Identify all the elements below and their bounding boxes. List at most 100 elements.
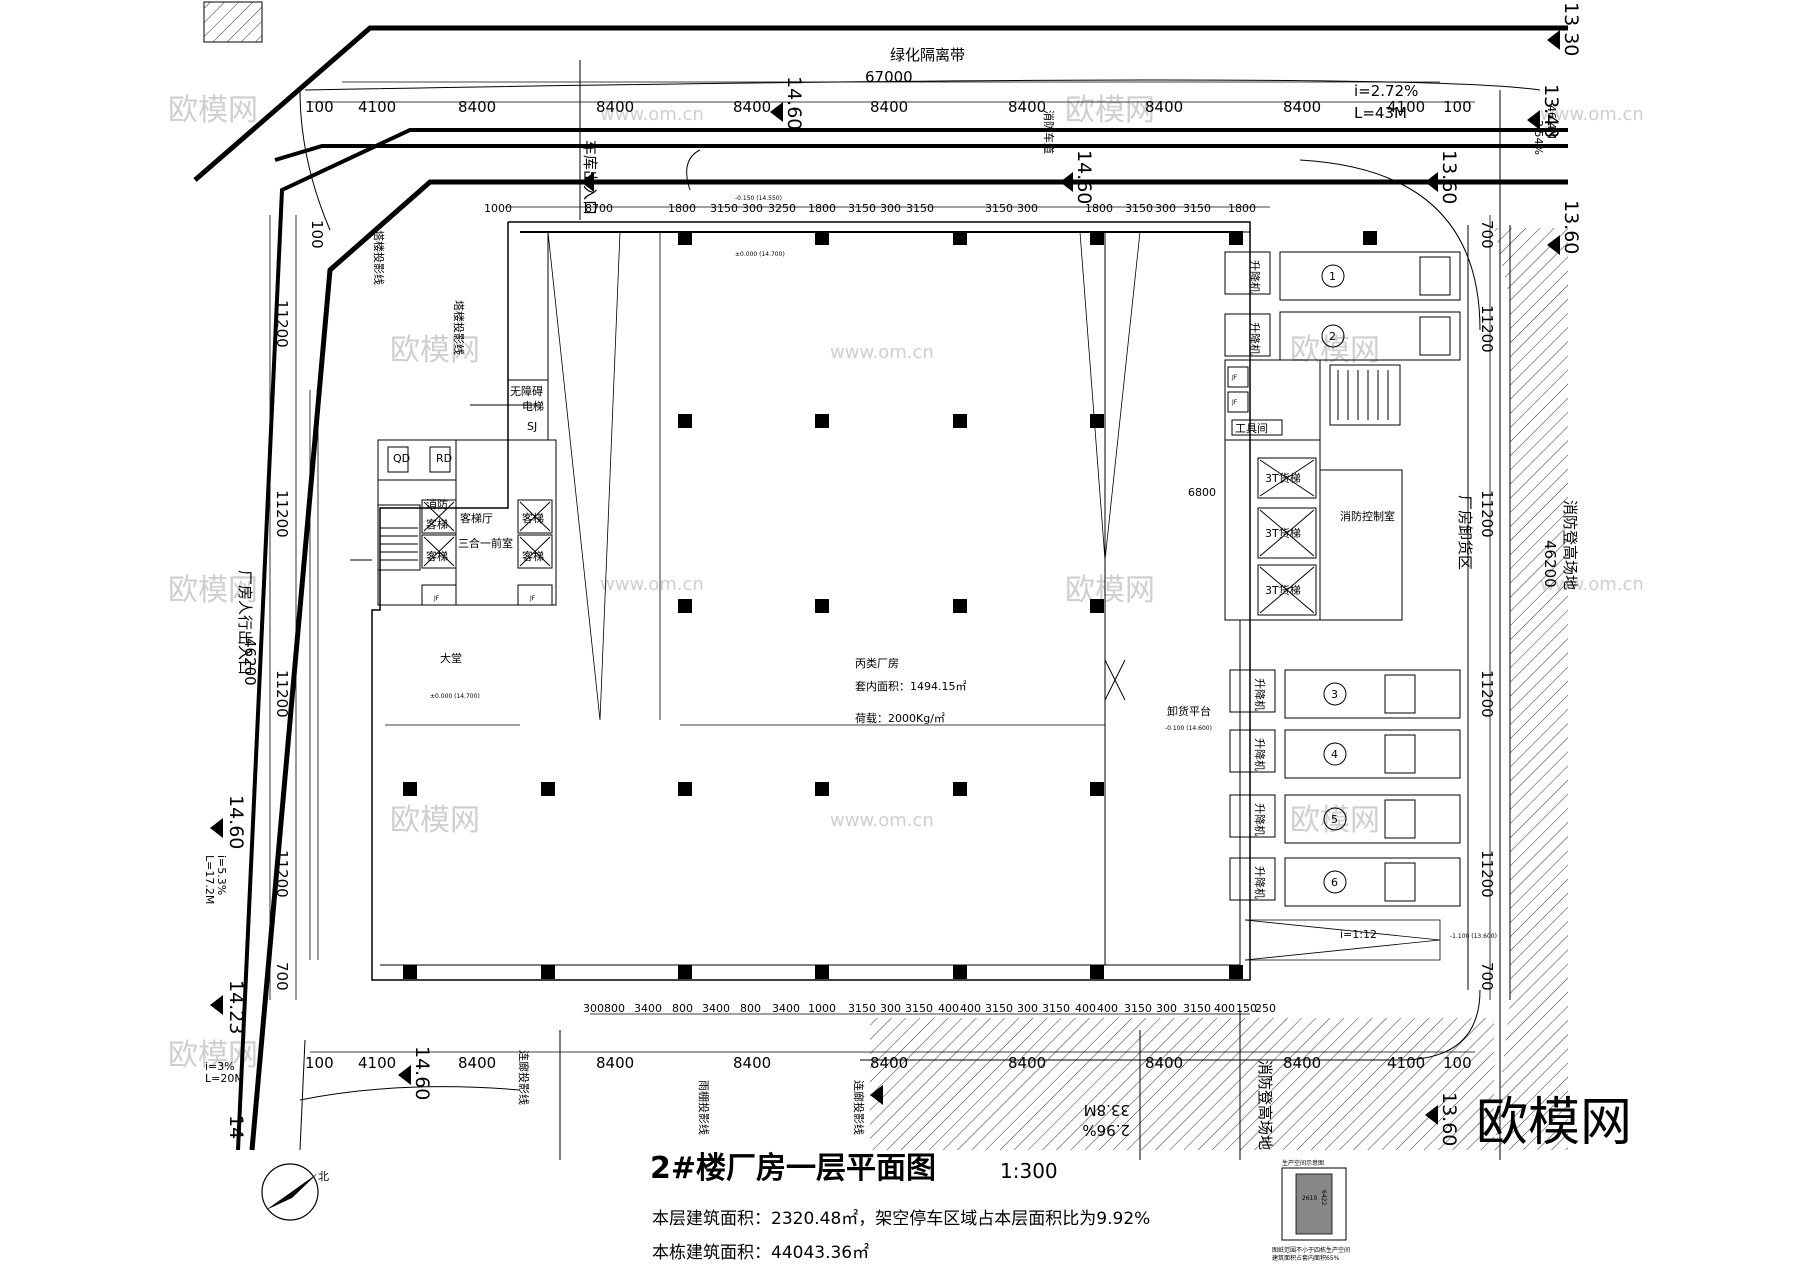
elevation-label: 13.60 xyxy=(1438,150,1460,204)
faint-watermark: 欧模网 xyxy=(1065,93,1155,128)
top-sub-dim: 3250 xyxy=(768,202,796,215)
bottom-sub-dim: 150 xyxy=(1236,1002,1257,1015)
bottom-dim: 8400 xyxy=(1145,1054,1183,1072)
slope-length: L=17.2M xyxy=(203,855,216,904)
slope-grade: i=5.3% xyxy=(215,855,228,895)
top-dim: 100 xyxy=(1443,98,1472,116)
elevation-label: 14.60 xyxy=(411,1046,433,1100)
top-dim: 8400 xyxy=(870,98,908,116)
elevation-markers xyxy=(210,30,1560,1125)
bottom-sub-dim: 3400 xyxy=(772,1002,800,1015)
legend-dim-b: 6422 xyxy=(1320,1190,1327,1205)
overall-depth: 46200 xyxy=(241,638,259,686)
scale-label: 1:300 xyxy=(1000,1159,1058,1183)
top-sub-dim: 300 xyxy=(1017,202,1038,215)
bottom-sub-dim: 300 xyxy=(880,1002,901,1015)
slope-grade: i=3% xyxy=(205,1060,235,1073)
bottom-sub-dim: 800 xyxy=(604,1002,625,1015)
structural-column xyxy=(541,965,555,979)
slope-grade: 2.96% xyxy=(1082,1121,1130,1139)
canopy-line-label: 雨棚投影线 xyxy=(697,1080,711,1135)
bottom-sub-dim: 400 xyxy=(1214,1002,1235,1015)
bottom-sub-dim: 400 xyxy=(938,1002,959,1015)
site-boundary-lines xyxy=(193,25,1568,1160)
fire-control-label: 消防控制室 xyxy=(1340,509,1395,523)
faint-url: www.om.cn xyxy=(1540,104,1644,125)
jf-label: JF xyxy=(433,595,440,602)
top-dim: 8400 xyxy=(596,98,634,116)
barrier-free-label: 无障碍 xyxy=(510,384,543,398)
qd-label: QD xyxy=(393,452,410,465)
elevation-label: 14.23 xyxy=(225,980,247,1034)
structural-column xyxy=(1229,965,1243,979)
boundary-hatching xyxy=(203,1,1568,1150)
bottom-sub-dim: 300 xyxy=(1017,1002,1038,1015)
top-sub-dim: 3150 xyxy=(1125,202,1153,215)
text-labels: 绿化隔离带 67000 100 4100 8400 8400 8400 8400… xyxy=(203,2,1632,1263)
right-dim: 11200 xyxy=(1478,850,1496,898)
bottom-dim: 8400 xyxy=(870,1054,908,1072)
top-dim: 100 xyxy=(305,98,334,116)
bottom-sub-dim: 800 xyxy=(740,1002,761,1015)
slope-length: 33.8M xyxy=(1084,1101,1130,1119)
bottom-dim: 8400 xyxy=(596,1054,634,1072)
right-dim: 11200 xyxy=(1478,305,1496,353)
elevation-label: 14 xyxy=(225,1115,247,1139)
page-title: 2#楼厂房一层平面图 xyxy=(650,1151,936,1186)
overall-width: 67000 xyxy=(865,68,913,86)
left-dim: 11200 xyxy=(273,300,291,348)
right-dim: 700 xyxy=(1478,962,1496,991)
tower-line-label: 塔楼投影线 xyxy=(372,230,386,285)
faint-watermark: 欧模网 xyxy=(390,333,480,368)
fire-site-bottom-label: 消防登高场地 xyxy=(1256,1060,1274,1150)
structural-column xyxy=(678,599,692,613)
jf-label: JF xyxy=(529,595,536,602)
left-dim: 11200 xyxy=(273,850,291,898)
bottom-dim: 100 xyxy=(305,1054,334,1072)
structural-column xyxy=(953,782,967,796)
structural-column xyxy=(1090,965,1104,979)
top-dim: 8400 xyxy=(1008,98,1046,116)
truck-number: 4 xyxy=(1331,748,1338,761)
faint-watermark: 欧模网 xyxy=(168,573,258,608)
structural-column xyxy=(815,782,829,796)
top-dim: 8400 xyxy=(458,98,496,116)
ramp-shapes xyxy=(547,231,1441,961)
lobby-label: 大堂 xyxy=(440,651,462,665)
bottom-sub-dim: 3150 xyxy=(848,1002,876,1015)
slope-length: L=43M xyxy=(1354,104,1407,122)
bottom-sub-dim: 400 xyxy=(960,1002,981,1015)
faint-url: www.om.cn xyxy=(830,810,934,831)
bottom-sub-dim: 3150 xyxy=(1183,1002,1211,1015)
faint-url: www.om.cn xyxy=(600,104,704,125)
tower-line-label: 塔楼投影线 xyxy=(452,300,466,355)
structural-column xyxy=(678,231,692,245)
elevation-label: 13.43 xyxy=(1540,84,1562,138)
canopy-line-label: 连廊投影线 xyxy=(852,1080,866,1135)
structural-column xyxy=(403,782,417,796)
faint-watermark: 欧模网 xyxy=(1065,573,1155,608)
lift-label: 升降机 xyxy=(1253,866,1267,899)
elevation-label: 14.60 xyxy=(783,76,805,130)
top-sub-dim: 1800 xyxy=(1085,202,1113,215)
legend-note: 建筑面积占套内面积65% xyxy=(1272,1254,1340,1262)
sj-label: SJ xyxy=(527,420,537,433)
bottom-sub-dim: 400 xyxy=(1097,1002,1118,1015)
top-dim: 4100 xyxy=(1387,98,1425,116)
elevation-label: 14.60 xyxy=(1073,150,1095,204)
bottom-dim: 8400 xyxy=(458,1054,496,1072)
bottom-sub-dim: 3400 xyxy=(702,1002,730,1015)
slope-grade: i=2.72% xyxy=(1354,82,1418,100)
top-sub-dim: 1800 xyxy=(668,202,696,215)
structural-column xyxy=(815,965,829,979)
building-area-note: 本栋建筑面积：44043.36㎡ xyxy=(652,1243,869,1263)
faint-url: www.om.cn xyxy=(830,342,934,363)
level-mark: -1.100 (13.600) xyxy=(1450,933,1497,940)
structural-column xyxy=(815,599,829,613)
structural-column xyxy=(678,414,692,428)
structural-column xyxy=(403,965,417,979)
dimension-lines xyxy=(269,81,1491,1053)
structural-column xyxy=(1229,231,1243,245)
jf-label: JF xyxy=(1231,399,1238,406)
lift-label: 升降机 xyxy=(1253,678,1267,711)
